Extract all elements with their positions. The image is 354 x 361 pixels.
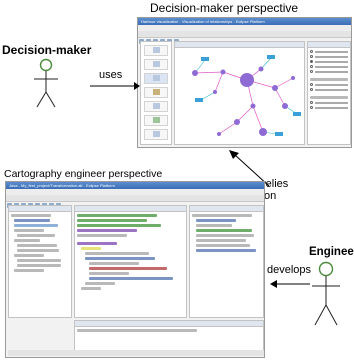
- top-graph-tab: [175, 42, 304, 48]
- develops-label: develops: [267, 264, 312, 276]
- uses-arrow: [90, 82, 140, 90]
- outline-tab: [190, 206, 263, 212]
- engineer-stick-figure: [312, 261, 340, 326]
- engineer-label: Engineer: [309, 246, 354, 258]
- decision-maker-screenshot: Harbour visualization - Visualization of…: [137, 17, 352, 148]
- project-explorer-tab: [9, 206, 71, 212]
- top-window-titlebar: Harbour visualization - Visualization of…: [138, 18, 351, 25]
- top-graph-canvas: [174, 41, 305, 145]
- relies-on-label-line-2: on: [264, 190, 277, 202]
- editor-tab: [75, 206, 186, 212]
- console-tab: [75, 321, 263, 327]
- engineer-screenshot: Java - My_first_project/Transformation.a…: [5, 181, 265, 358]
- top-properties-panel: [307, 41, 351, 145]
- top-palette-panel: [140, 41, 172, 145]
- status-bar: [8, 350, 264, 356]
- bottom-menubar: [6, 189, 264, 195]
- top-toolbar: [138, 31, 351, 44]
- top-properties-tab: [308, 42, 350, 48]
- relies-on-arrow: [229, 150, 270, 187]
- decision-maker-perspective-title: Decision-maker perspective: [150, 1, 299, 15]
- decision-maker-stick-figure: [34, 58, 58, 108]
- relies-on-label-line-1: relies: [262, 178, 289, 190]
- transformation-editor: [74, 205, 187, 318]
- project-explorer-panel: [8, 205, 72, 318]
- decision-maker-label: Decision-maker: [2, 43, 92, 57]
- uses-label: uses: [99, 69, 123, 81]
- relationship-graph: [192, 55, 301, 136]
- outline-panel: [189, 205, 264, 318]
- top-menubar: [138, 25, 351, 31]
- develops-arrow: [270, 280, 310, 288]
- bottom-toolbar: [6, 195, 264, 208]
- bottom-window-titlebar: Java - My_first_project/Transformation.a…: [6, 182, 264, 189]
- cartography-engineer-perspective-title: Cartography engineer perspective: [4, 168, 163, 180]
- relies-on-label: relies on: [262, 178, 288, 202]
